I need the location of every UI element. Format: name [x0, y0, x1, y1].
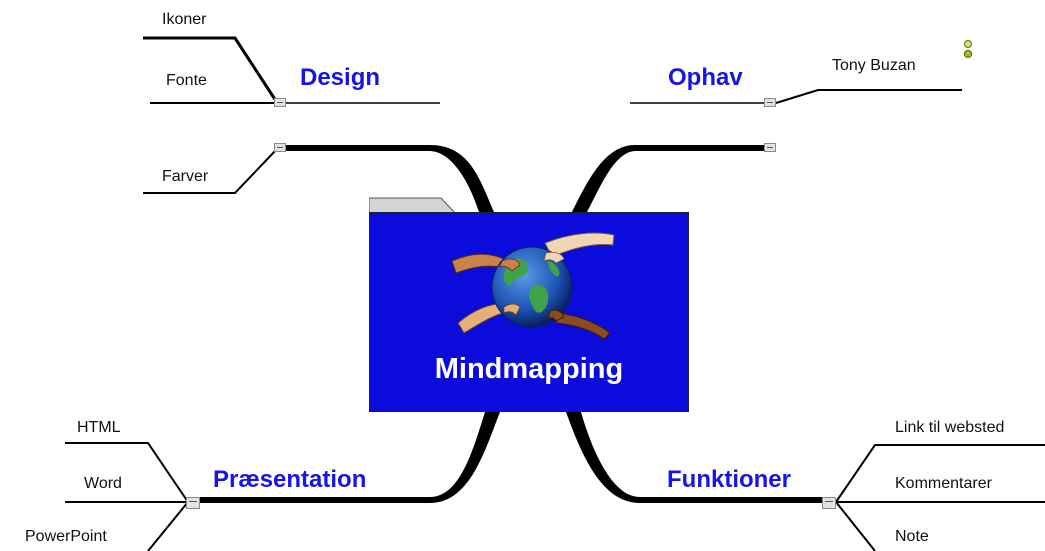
leaf-fonte[interactable]: Fonte	[166, 72, 207, 89]
leaf-word[interactable]: Word	[84, 475, 122, 492]
connector-powerpoint	[147, 501, 189, 551]
branch-label-praesentation[interactable]: Præsentation	[213, 466, 367, 493]
connector-note	[835, 501, 876, 551]
connector-ophav	[572, 145, 770, 212]
leaf-kommentarer[interactable]: Kommentarer	[895, 475, 992, 492]
leaf-ikoner[interactable]: Ikoner	[162, 11, 207, 28]
branch-label-ophav[interactable]: Ophav	[668, 64, 743, 91]
central-folder-tab	[369, 197, 455, 213]
design-lower-collapse-toggle[interactable]	[274, 143, 286, 152]
central-node[interactable]: Mindmapping	[369, 212, 689, 412]
branch-label-design[interactable]: Design	[300, 64, 381, 91]
praesentation-collapse-toggle[interactable]	[186, 497, 200, 509]
leaf-link-til-websted[interactable]: Link til websted	[895, 419, 1005, 436]
leaf-html[interactable]: HTML	[77, 419, 121, 436]
connector-farver	[143, 149, 277, 194]
leaf-powerpoint[interactable]: PowerPoint	[25, 528, 107, 545]
leaf-farver[interactable]: Farver	[162, 168, 209, 185]
leaf-tony-buzan[interactable]: Tony Buzan	[832, 57, 916, 74]
central-title: Mindmapping	[434, 353, 624, 385]
design-collapse-toggle[interactable]	[274, 98, 286, 107]
leaf-note[interactable]: Note	[895, 528, 929, 545]
branch-label-funktioner[interactable]: Funktioner	[667, 466, 791, 493]
connector-ikoner	[143, 36, 278, 102]
funktioner-collapse-toggle[interactable]	[822, 497, 836, 509]
connector-tony-buzan	[775, 89, 962, 104]
connector-link-til-websted	[835, 444, 1045, 503]
status-dots-icon	[963, 39, 973, 59]
connector-html	[65, 442, 189, 503]
ophav-lower-collapse-toggle[interactable]	[764, 143, 776, 152]
ophav-collapse-toggle[interactable]	[764, 98, 776, 107]
globe-with-hands-icon	[451, 232, 615, 340]
